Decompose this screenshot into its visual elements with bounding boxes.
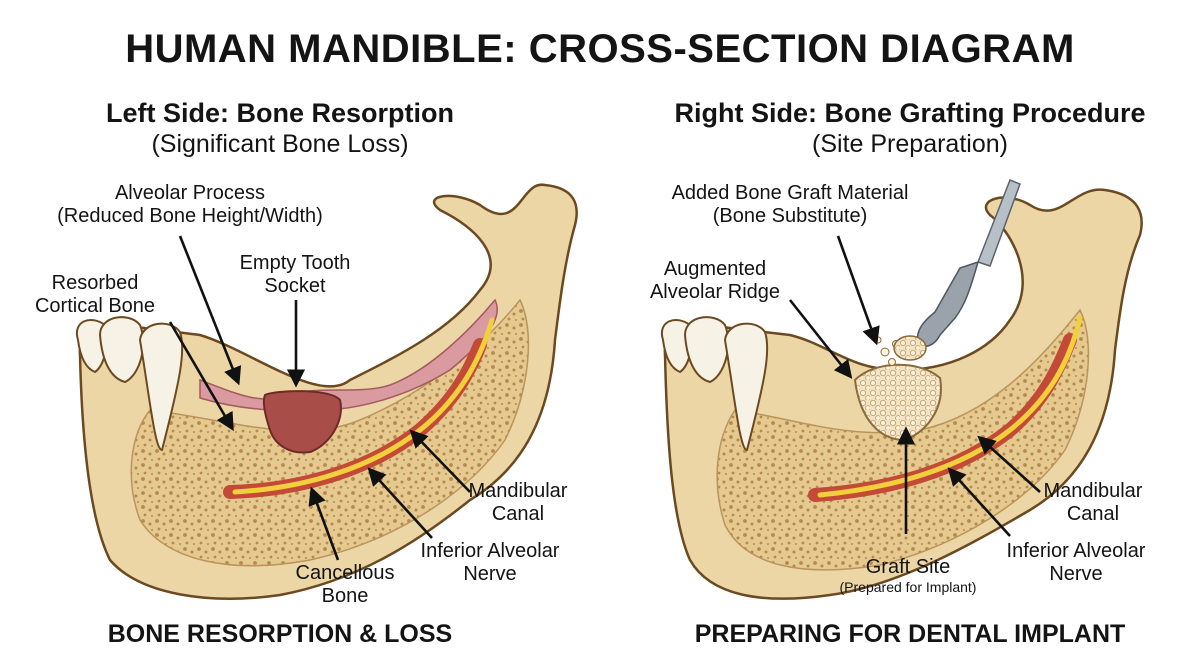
label-graft-material: Added Bone Graft Material (Bone Substitu… [671,182,909,227]
left-empty-socket [262,390,342,454]
left-heading: Left Side: Bone Resorption [105,98,454,128]
right-inferior-alveolar-nerve [817,315,1083,498]
label-inferior-nerve-right: Inferior Alveolar Nerve [1006,540,1146,585]
left-mandible [75,183,578,600]
grafting-instrument [893,179,1021,361]
left-footer: BONE RESORPTION & LOSS [107,620,453,648]
arrow-augmented-ridge [788,299,853,379]
label-inferior-nerve-left: Inferior Alveolar Nerve [420,540,560,585]
arrow-cancellous [308,486,340,561]
right-heading: Right Side: Bone Grafting Procedure [674,98,1146,128]
right-teeth [660,316,769,452]
arrow-mandibular-canal-right [977,435,1041,493]
arrow-mandibular-canal-left [409,429,471,493]
arrow-resorbed-cortical [168,321,234,432]
right-subheading: (Site Preparation) [812,130,1008,158]
label-cancellous-bone: Cancellous Bone [295,562,395,607]
diagram-title: HUMAN MANDIBLE: CROSS-SECTION DIAGRAM [125,27,1075,71]
left-subheading: (Significant Bone Loss) [151,130,409,158]
leader-arrows [168,235,1041,561]
arrow-inferior-nerve-left [367,467,433,539]
arrow-graft-material [836,235,880,346]
left-teeth [75,316,184,452]
label-resorbed-cortical: Resorbed Cortical Bone [34,272,156,317]
arrow-alveolar-process [178,235,242,386]
right-mandible [660,179,1143,600]
arrow-inferior-nerve-right [947,467,1011,537]
label-mandibular-canal-left: Mandibular Canal [468,480,568,525]
label-empty-socket: Empty Tooth Socket [239,252,351,297]
label-augmented-ridge: Augmented Alveolar Ridge [649,258,781,303]
label-alveolar-process: Alveolar Process (Reduced Bone Height/Wi… [57,182,323,227]
label-mandibular-canal-right: Mandibular Canal [1043,480,1143,525]
label-graft-site: Graft Site (Prepared for Implant) [839,556,977,595]
right-footer: PREPARING FOR DENTAL IMPLANT [694,620,1126,648]
